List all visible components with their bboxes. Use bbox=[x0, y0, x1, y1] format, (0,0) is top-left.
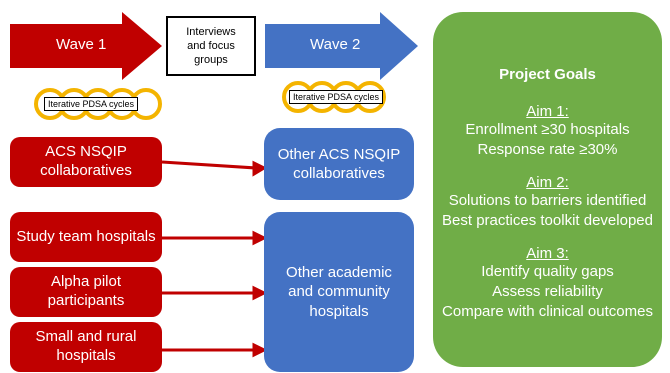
arrowhead-icon bbox=[252, 230, 268, 246]
pdsa-label: Iterative PDSA cycles bbox=[289, 90, 384, 104]
target-box-other-hospitals: Other academic and community hospitals bbox=[264, 212, 414, 372]
aim-line: Response rate ≥30% bbox=[477, 141, 618, 158]
source-box-study-team: Study team hospitals bbox=[10, 212, 162, 262]
arrowhead-icon bbox=[252, 285, 268, 301]
source-box-alpha-pilot: Alpha pilot participants bbox=[10, 267, 162, 317]
arrowhead-icon bbox=[252, 342, 268, 358]
interviews-box: Interviews and focus groups bbox=[166, 16, 256, 76]
aim-line: Identify quality gaps bbox=[481, 263, 614, 280]
aim-line: Assess reliability bbox=[492, 283, 603, 300]
wave2-label: Wave 2 bbox=[310, 36, 361, 53]
wave2-arrow bbox=[265, 12, 418, 80]
arrowhead-icon bbox=[252, 160, 268, 177]
aim-line: Best practices toolkit developed bbox=[442, 212, 653, 229]
wave1-label: Wave 1 bbox=[56, 36, 107, 53]
wave1-arrow bbox=[10, 12, 162, 80]
aim-line: Enrollment ≥30 hospitals bbox=[465, 121, 630, 138]
project-goals-panel: Project Goals Aim 1: Enrollment ≥30 hosp… bbox=[433, 12, 662, 367]
aim-heading: Aim 2: bbox=[526, 174, 569, 191]
goals-title: Project Goals bbox=[499, 66, 596, 83]
connector-arrow bbox=[161, 160, 257, 170]
target-box-other-acs-nsqip: Other ACS NSQIP collaboratives bbox=[264, 128, 414, 200]
aim-line: Compare with clinical outcomes bbox=[442, 303, 653, 320]
aim-heading: Aim 3: bbox=[526, 245, 569, 262]
pdsa-label: Iterative PDSA cycles bbox=[44, 97, 139, 111]
aim-line: Solutions to barriers identified bbox=[448, 192, 647, 209]
source-box-small-rural: Small and rural hospitals bbox=[10, 322, 162, 372]
source-box-acs-nsqip: ACS NSQIP collaboratives bbox=[10, 137, 162, 187]
aim-heading: Aim 1: bbox=[526, 103, 569, 120]
